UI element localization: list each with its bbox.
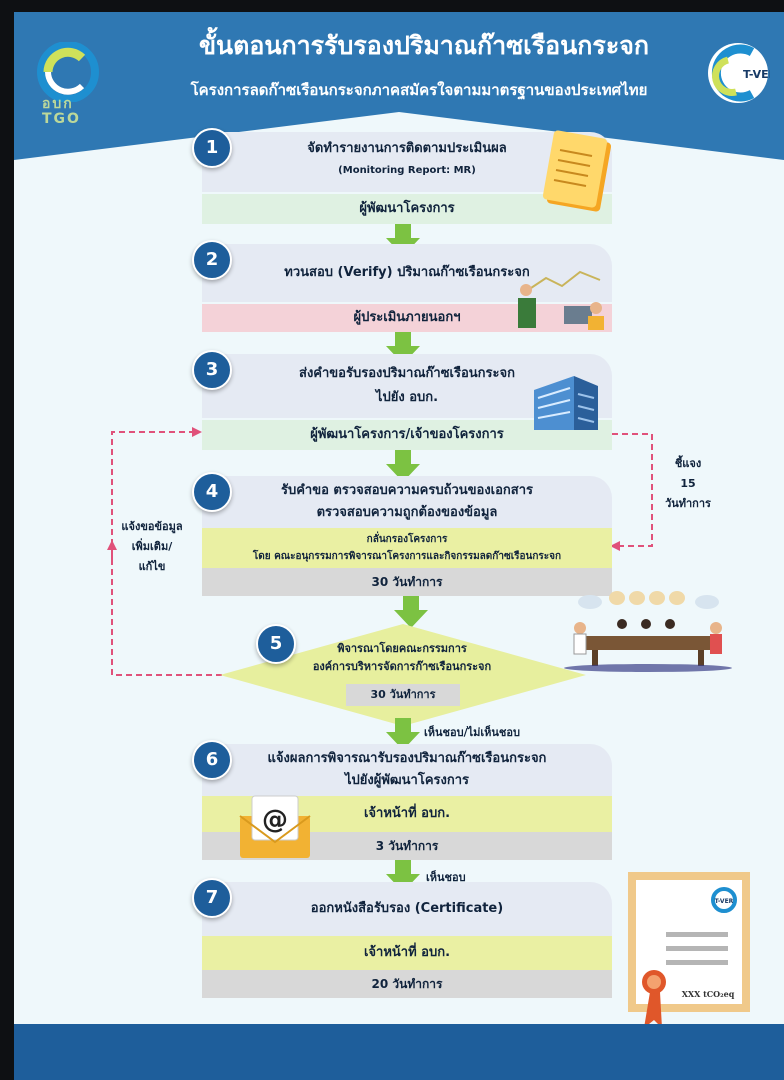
arrow-down-icon <box>394 596 428 628</box>
right-feedback-line3: วันทำการ <box>665 497 711 510</box>
header: อบก TGO ขั้นตอนการรับรองปริมาณก๊าซเรือนก… <box>14 12 784 187</box>
step-1-responsible: ผู้พัฒนาโครงการ <box>202 194 612 224</box>
email-at-symbol: @ <box>262 805 288 835</box>
step-1-number: 1 <box>192 128 232 168</box>
tgo-logo-thai: อบก <box>42 96 74 112</box>
arrow-down-icon <box>386 450 420 482</box>
left-feedback-line1: แจ้งขอข้อมูล <box>121 520 183 533</box>
analyst-illustration <box>518 270 604 330</box>
building-illustration <box>534 376 598 430</box>
step-5-title: พิจารณาโดยคณะกรรมการ <box>337 642 467 655</box>
step-5-diamond <box>220 624 586 726</box>
step-7-card: ออกหนังสือรับรอง (Certificate) เจ้าหน้าท… <box>202 882 612 998</box>
tver-logo: T-VER <box>706 40 770 106</box>
step-3-title-line2: ไปยัง อบก. <box>375 390 439 405</box>
footer-bar <box>14 1024 784 1080</box>
right-feedback-line2: 15 <box>680 477 696 490</box>
step-2-title: ทวนสอบ (Verify) ปริมาณก๊าซเรือนกระจก <box>202 244 612 302</box>
left-feedback-line2: เพิ่มเติม/ <box>131 540 173 553</box>
step-2-responsible: ผู้ประเมินภายนอกฯ <box>202 304 612 332</box>
decision-label: เห็นชอบ/ไม่เห็นชอบ <box>424 726 520 739</box>
right-feedback-arrowhead <box>610 541 620 551</box>
left-up-arrowhead <box>107 540 117 550</box>
tver-logo-icon: T-VER <box>708 43 770 103</box>
step-5-number: 5 <box>256 624 296 664</box>
right-feedback-line1: ชี้แจง <box>674 457 702 470</box>
step-5-duration: 30 วันทำการ <box>346 684 460 706</box>
step-2-card: ทวนสอบ (Verify) ปริมาณก๊าซเรือนกระจก ผู้… <box>202 244 612 332</box>
certificate-illustration: T-VER XXX tCO₂eq <box>628 872 750 1028</box>
left-feedback-arrowhead <box>192 427 202 437</box>
tgo-logo <box>36 42 102 132</box>
page-title: ขั้นตอนการรับรองปริมาณก๊าซเรือนกระจก <box>198 31 650 60</box>
email-icon: @ <box>239 795 311 858</box>
step-7-title: ออกหนังสือรับรอง (Certificate) <box>202 882 612 936</box>
step-6-title-line2: ไปยังผู้พัฒนาโครงการ <box>344 773 470 788</box>
step-1-title-band: จัดทำรายงานการติดตามประเมินผล (Monitorin… <box>202 132 612 192</box>
right-feedback-label: ชี้แจง 15 วันทำการ <box>648 454 728 514</box>
arrow-down-icon <box>386 332 420 364</box>
meeting-illustration <box>564 591 732 672</box>
arrow-down-icon <box>386 224 420 256</box>
step-7-responsible: เจ้าหน้าที่ อบก. <box>202 936 612 970</box>
right-feedback-line <box>612 433 653 547</box>
step-4-title: รับคำขอ ตรวจสอบความครบถ้วนของเอกสาร <box>280 483 534 498</box>
tgo-logo-text: อบก TGO <box>42 97 81 127</box>
step-6-number: 6 <box>192 740 232 780</box>
step-4-screening-line1: กลั่นกรองโครงการ <box>366 534 448 545</box>
step-4-card: รับคำขอ ตรวจสอบความครบถ้วนของเอกสาร ตรวจ… <box>202 476 612 596</box>
step-1-subtitle: (Monitoring Report: MR) <box>338 165 476 176</box>
step-6-title-band: แจ้งผลการพิจารณารับรองปริมาณก๊าซเรือนกระ… <box>202 744 612 796</box>
tgo-logo-english: TGO <box>42 111 81 127</box>
step-4-screening: กลั่นกรองโครงการ โดย คณะอนุกรรมการพิจารณ… <box>202 528 612 568</box>
header-background <box>14 12 784 160</box>
step-2-number: 2 <box>192 240 232 280</box>
left-feedback-line3: แก้ไข <box>138 560 166 573</box>
approved-label: เห็นชอบ <box>426 871 466 884</box>
arrow-down-icon <box>386 860 420 892</box>
document-illustration <box>542 130 612 212</box>
step-1-title: จัดทำรายงานการติดตามประเมินผล <box>307 141 507 156</box>
step-4-number: 4 <box>192 472 232 512</box>
step-4-title-band: รับคำขอ ตรวจสอบความครบถ้วนของเอกสาร ตรวจ… <box>202 476 612 528</box>
step-3-title: ส่งคำขอรับรองปริมาณก๊าซเรือนกระจก <box>299 366 515 381</box>
step-4-screening-line2: โดย คณะอนุกรรมการพิจารณาโครงการและกิจกรร… <box>252 551 562 562</box>
certificate-logo-text: T-VER <box>715 898 734 905</box>
arrow-down-icon <box>386 718 420 750</box>
step-5-title-line2: องค์การบริหารจัดการก๊าซเรือนกระจก <box>312 660 492 673</box>
left-feedback-label: แจ้งขอข้อมูล เพิ่มเติม/ แก้ไข <box>110 517 194 577</box>
step-7-duration: 20 วันทำการ <box>202 970 612 998</box>
certificate-value: XXX tCO₂eq <box>682 989 735 999</box>
step-4-duration: 30 วันทำการ <box>202 568 612 596</box>
tgo-logo-icon <box>37 42 99 102</box>
tver-logo-text: T-VER <box>743 68 770 81</box>
infographic: อบก TGO ขั้นตอนการรับรองปริมาณก๊าซเรือนก… <box>14 12 784 1080</box>
feedback-loops <box>107 427 653 676</box>
step-5-title-block: พิจารณาโดยคณะกรรมการ องค์การบริหารจัดการ… <box>284 640 520 676</box>
page-subtitle: โครงการลดก๊าซเรือนกระจกภาคสมัครใจตามมาตร… <box>190 81 648 99</box>
step-3-number: 3 <box>192 350 232 390</box>
step-1-card: จัดทำรายงานการติดตามประเมินผล (Monitorin… <box>202 132 612 224</box>
step-6-title: แจ้งผลการพิจารณารับรองปริมาณก๊าซเรือนกระ… <box>267 751 547 766</box>
step-4-title-line2: ตรวจสอบความถูกต้องของข้อมูล <box>316 505 498 520</box>
step-7-number: 7 <box>192 878 232 918</box>
